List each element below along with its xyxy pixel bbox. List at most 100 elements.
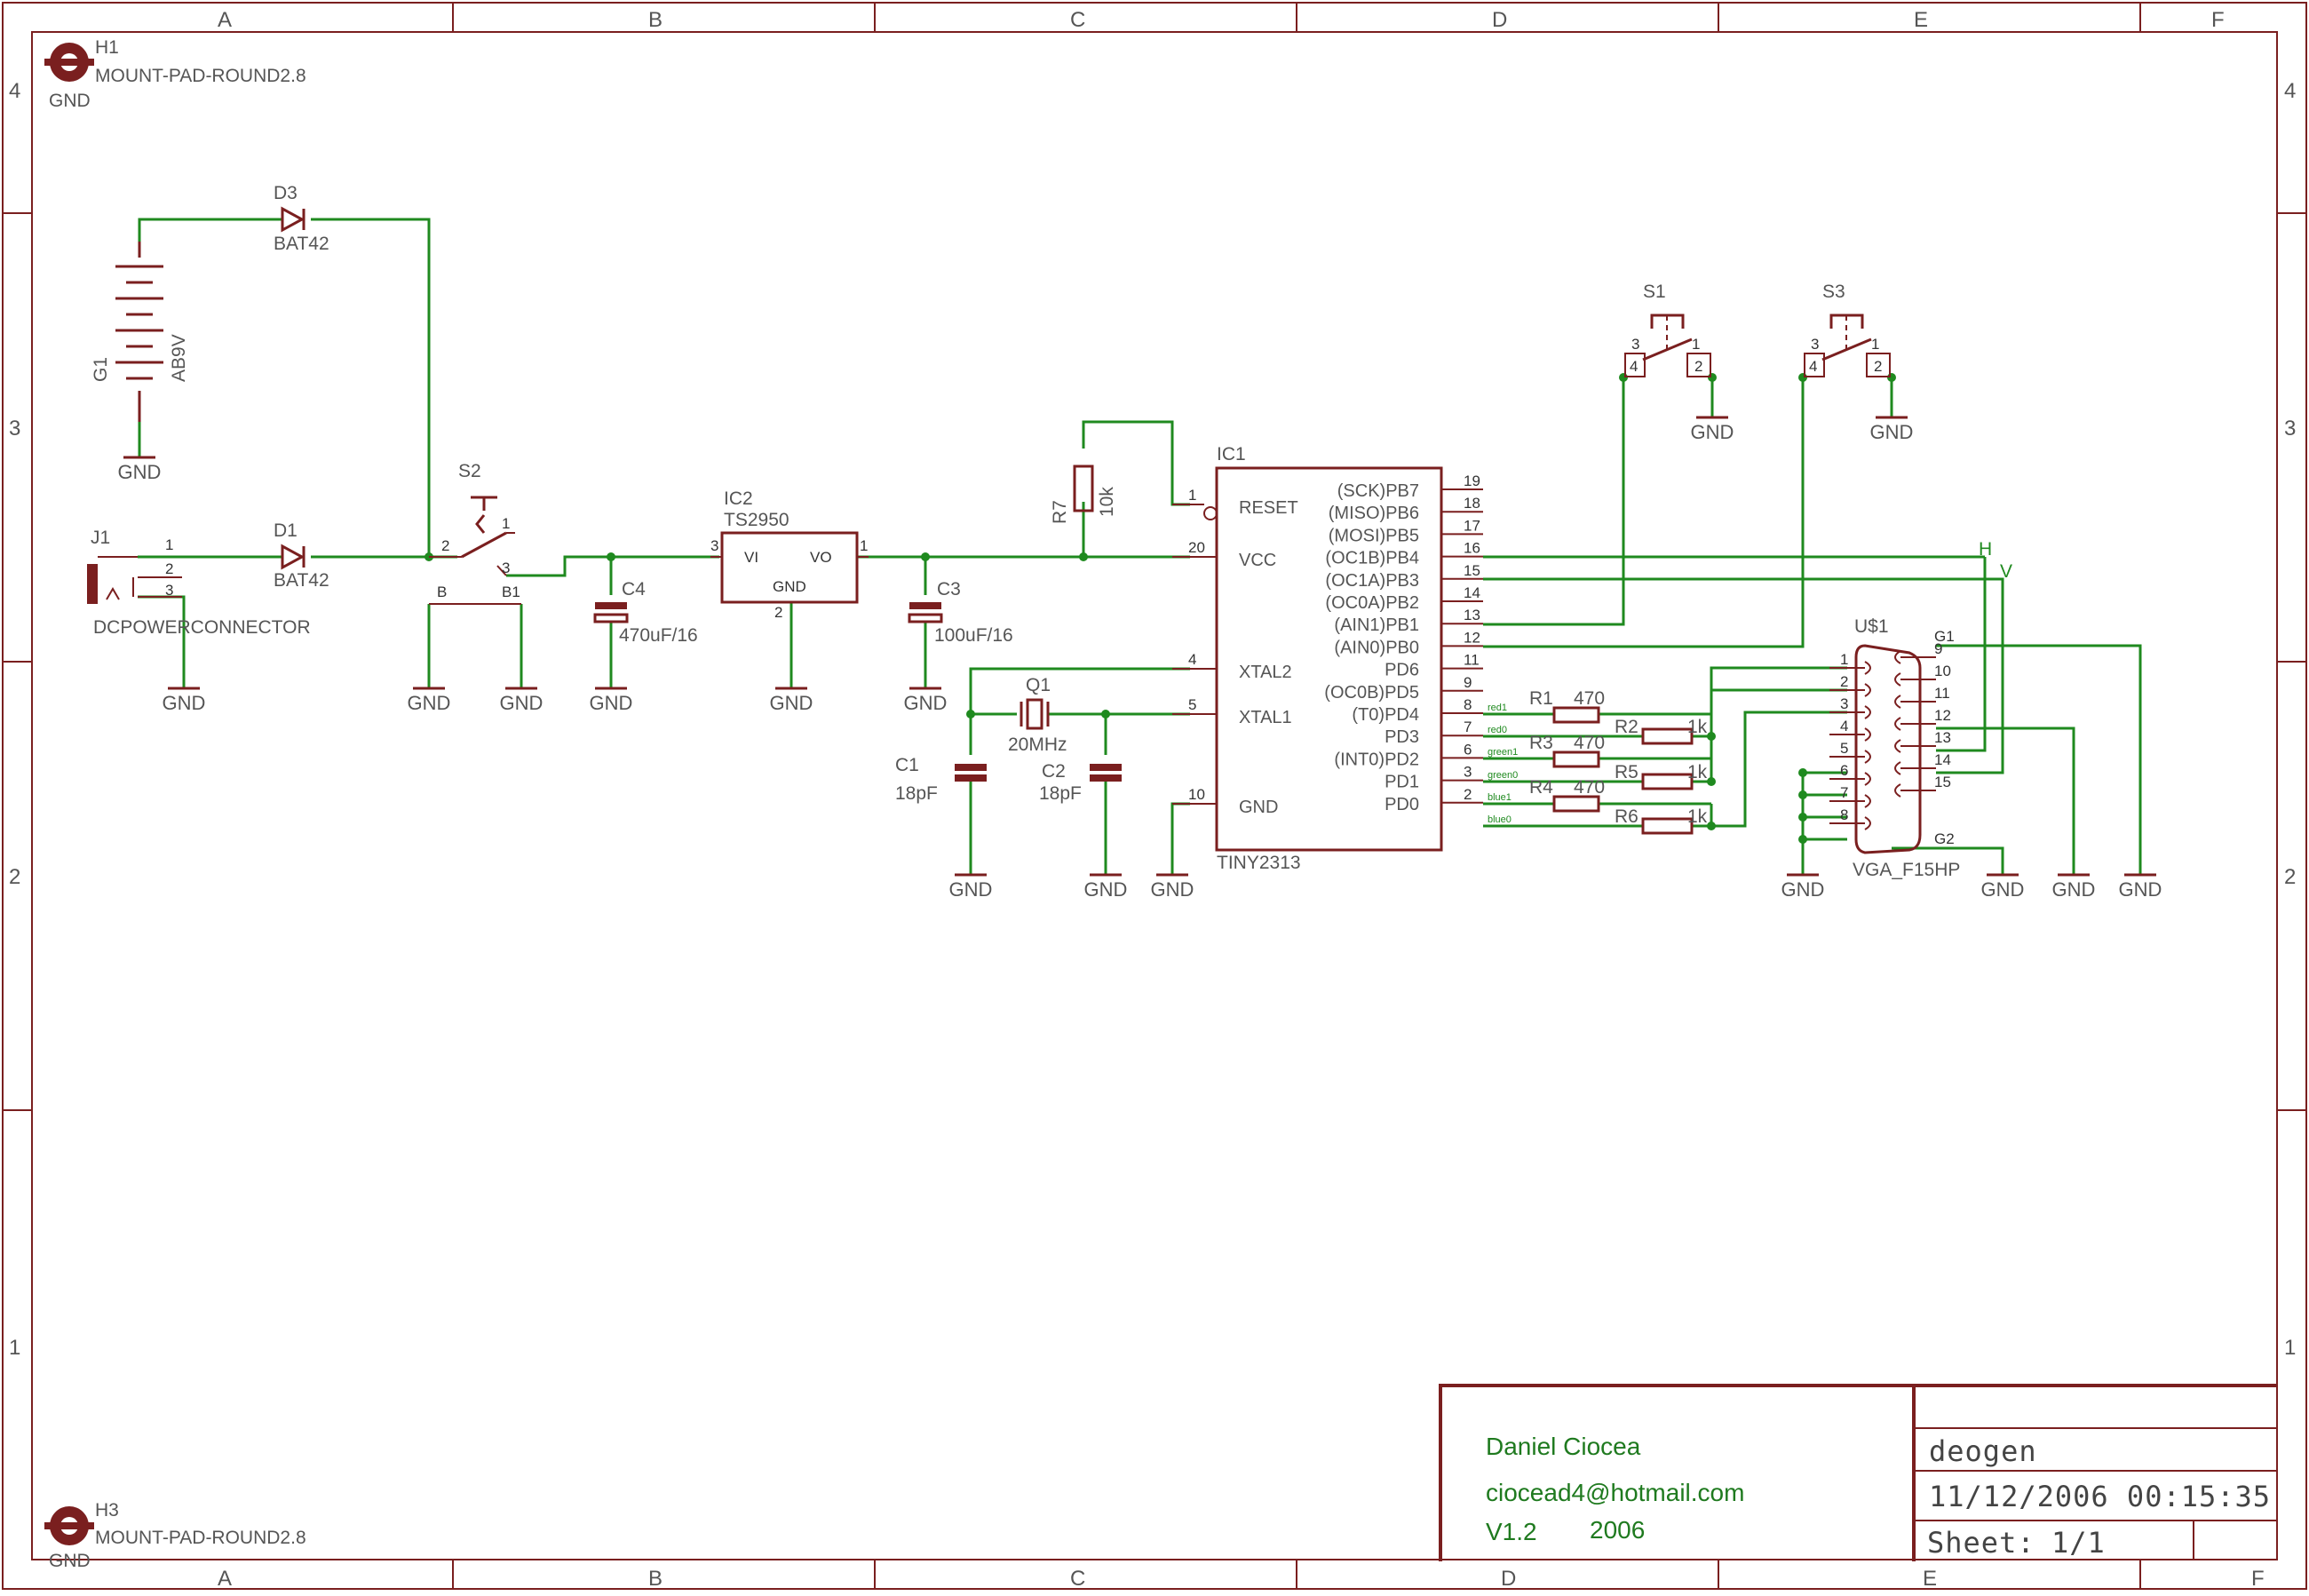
ic1-designator: IC1 xyxy=(1217,444,1246,465)
ic1-pin-label-14: (OC0A)PB2 xyxy=(1325,593,1419,613)
resistor-r5: R5 1k xyxy=(1615,762,1708,790)
ic1-pin-label-7: PD3 xyxy=(1385,727,1419,747)
ic1-pin-label-9: (OC0B)PD5 xyxy=(1324,683,1419,703)
ic1-pin-label-2: PD0 xyxy=(1385,795,1419,814)
net-label-v: V xyxy=(2000,561,2012,582)
vga-pin-9: 9 xyxy=(1934,640,1942,657)
ic1-value: TINY2313 xyxy=(1217,853,1301,873)
svg-text:R1: R1 xyxy=(1529,688,1553,709)
gnd-label: GND xyxy=(770,692,813,714)
svg-text:1: 1 xyxy=(1871,336,1879,353)
ic1-pin-num-18: 18 xyxy=(1464,495,1480,512)
row-label-1-right: 1 xyxy=(2284,1336,2296,1360)
resistor-r6: R6 1k xyxy=(1615,806,1708,835)
ic1-pin-num-17: 17 xyxy=(1464,517,1480,534)
net-label-green1: green1 xyxy=(1488,747,1518,758)
gnd-symbol: GND xyxy=(163,687,205,714)
row-label-4-left: 4 xyxy=(9,79,20,103)
ic1-pin-label-11: PD6 xyxy=(1385,661,1419,680)
switch-s1: S1 3 1 4 2 xyxy=(1624,282,1711,377)
ic1-pin-label-13: (AIN1)PB1 xyxy=(1334,615,1419,635)
ic1-pin-num-11: 11 xyxy=(1464,652,1480,669)
ic1-pin-label-15: (OC1A)PB3 xyxy=(1325,571,1419,591)
svg-text:S3: S3 xyxy=(1822,282,1845,302)
svg-text:G1: G1 xyxy=(1934,628,1955,645)
ic1-pin-num-8: 8 xyxy=(1464,696,1472,713)
crystal-q1: Q1 20MHz xyxy=(1008,675,1067,755)
svg-text:GND: GND xyxy=(773,578,806,595)
svg-text:2: 2 xyxy=(774,604,782,621)
switch-s2: S2 1 2 3 B B1 xyxy=(429,461,521,605)
svg-text:C3: C3 xyxy=(937,579,961,599)
sheet-number: 1/1 xyxy=(2051,1526,2106,1560)
svg-text:18pF: 18pF xyxy=(895,783,938,804)
gnd-label: GND xyxy=(118,461,162,483)
svg-text:BAT42: BAT42 xyxy=(274,234,329,254)
ic1-pin-label-3: PD1 xyxy=(1385,773,1419,792)
svg-text:R7: R7 xyxy=(1050,500,1070,524)
capacitor-c4: C4 470uF/16 xyxy=(593,579,698,646)
vga-pin-13: 13 xyxy=(1934,729,1951,746)
vga-pin-3: 3 xyxy=(1840,695,1848,712)
ic1-pin-num-15: 15 xyxy=(1464,562,1480,579)
battery-g1: G1 AB9V xyxy=(91,242,189,457)
row-label-2-left: 2 xyxy=(9,865,20,889)
row-label-2-right: 2 xyxy=(2284,865,2296,889)
svg-text:MOUNT-PAD-ROUND2.8: MOUNT-PAD-ROUND2.8 xyxy=(95,66,306,86)
gnd-label: GND xyxy=(408,692,451,714)
svg-text:4: 4 xyxy=(1630,358,1638,375)
svg-text:GND: GND xyxy=(49,91,91,111)
svg-text:U$1: U$1 xyxy=(1854,616,1889,637)
svg-text:TS2950: TS2950 xyxy=(724,510,790,530)
gnd-symbol: GND xyxy=(2119,873,2162,901)
col-label-b-bottom: B xyxy=(648,1567,663,1591)
vga-pin-15: 15 xyxy=(1934,774,1951,790)
col-label-d-top: D xyxy=(1492,8,1507,32)
capacitor-c3: C3 100uF/16 xyxy=(908,579,1013,646)
svg-text:MOUNT-PAD-ROUND2.8: MOUNT-PAD-ROUND2.8 xyxy=(95,1528,306,1548)
ic1-pin-num-10: 10 xyxy=(1188,786,1205,803)
svg-text:J1: J1 xyxy=(91,528,110,548)
svg-text:VGA_F15HP: VGA_F15HP xyxy=(1853,860,1960,880)
vga-pin-5: 5 xyxy=(1840,740,1848,757)
ic1-pin-num-14: 14 xyxy=(1464,584,1480,601)
svg-text:R2: R2 xyxy=(1615,717,1639,737)
vga-connector: U$1 VGA_F15HP G1 G2 12345678910111213141… xyxy=(1829,616,1960,880)
ic1-pin-num-19: 19 xyxy=(1464,472,1480,489)
svg-text:VI: VI xyxy=(744,549,758,566)
gnd-symbol: GND xyxy=(118,456,162,483)
ic1-pin-num-9: 9 xyxy=(1464,674,1472,691)
ic1-pin-label-6: (INT0)PD2 xyxy=(1334,750,1419,769)
resistor-r3: R3 470 xyxy=(1529,733,1605,768)
svg-text:R5: R5 xyxy=(1615,762,1639,782)
ic1-pin-num-7: 7 xyxy=(1464,719,1472,735)
net-label-h: H xyxy=(1979,539,1992,560)
connector-j1: J1 1 2 3 DCPOWERCONNECTOR xyxy=(87,528,311,638)
svg-text:2: 2 xyxy=(1874,358,1882,375)
ic1-pin-num-5: 5 xyxy=(1188,696,1196,713)
svg-text:H3: H3 xyxy=(95,1500,119,1521)
col-label-a-top: A xyxy=(218,8,232,32)
svg-text:B1: B1 xyxy=(502,584,520,600)
gnd-symbol: GND xyxy=(904,687,947,714)
svg-text:D3: D3 xyxy=(274,183,298,203)
vga-pin-14: 14 xyxy=(1934,751,1951,768)
col-label-c-top: C xyxy=(1070,8,1085,32)
gnd-symbol: GND xyxy=(1981,873,2024,901)
vga-pin-10: 10 xyxy=(1934,663,1951,679)
svg-text:470uF/16: 470uF/16 xyxy=(619,625,698,646)
vga-pin-7: 7 xyxy=(1840,784,1848,801)
ic1-pin-label-1: RESET xyxy=(1239,498,1298,518)
net-label-blue0: blue0 xyxy=(1488,814,1512,825)
svg-text:1: 1 xyxy=(1692,336,1700,353)
gnd-label: GND xyxy=(1781,878,1825,901)
gnd-symbol: GND xyxy=(949,873,992,901)
wires xyxy=(138,218,2142,875)
svg-text:IC2: IC2 xyxy=(724,488,753,509)
switch-s3: S3 3 1 4 2 xyxy=(1804,282,1891,377)
vga-pin-12: 12 xyxy=(1934,707,1951,724)
gnd-symbol: GND xyxy=(1870,416,1913,443)
svg-text:G2: G2 xyxy=(1934,830,1955,847)
